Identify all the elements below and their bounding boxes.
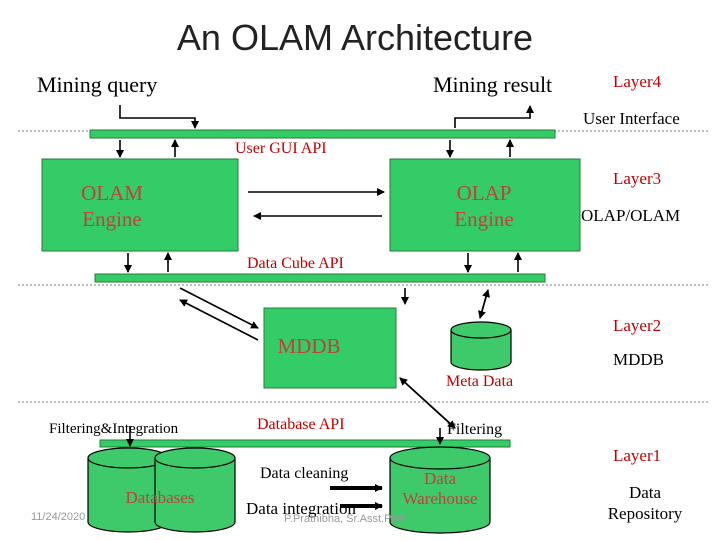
databases-cylinders	[87, 447, 236, 533]
meta-data-cylinder	[450, 321, 512, 371]
layer3-label: Layer3	[613, 169, 662, 188]
olap-engine-box	[389, 158, 581, 252]
layer2-desc: MDDB	[613, 350, 665, 369]
database-api-bar	[99, 439, 511, 448]
mddb-box	[263, 307, 397, 389]
data-warehouse-cylinder	[389, 446, 491, 534]
filtering-integration-label: Filtering&Integration	[49, 421, 179, 437]
flow-arrows	[116, 105, 534, 447]
footer-author: P.Prathibha, Sr.Asst.Prof	[284, 513, 405, 525]
data-cube-api-label: Data Cube API	[247, 255, 344, 272]
meta-data-label: Meta Data	[446, 373, 514, 390]
filtering-label: Filtering	[447, 421, 503, 438]
warehouse-load-arrows	[330, 484, 383, 510]
olap-engine-line2: Engine	[454, 207, 514, 232]
database-api-label: Database API	[257, 416, 345, 433]
layer4-desc: User Interface	[583, 109, 680, 128]
user-gui-api-label: User GUI API	[235, 140, 327, 157]
olam-engine-line2: Engine	[82, 207, 142, 232]
mining-query-label: Mining query	[37, 72, 158, 97]
mddb-label: MDDB	[277, 334, 341, 358]
page-title: An OLAM Architecture	[176, 17, 534, 58]
layer1-label: Layer1	[613, 446, 662, 465]
data-warehouse-label: Data Warehouse	[390, 469, 490, 508]
layer3-desc: OLAP/OLAM	[581, 206, 681, 225]
mining-result-label: Mining result	[433, 72, 553, 97]
user-gui-api-bar	[89, 129, 556, 139]
data-integration-label: Data integration	[246, 499, 356, 518]
olam-engine-line1: OLAM	[81, 181, 143, 205]
data-warehouse-line1: Data	[423, 469, 457, 488]
data-cube-api-bar	[94, 273, 546, 283]
data-warehouse-line2: Warehouse	[402, 488, 478, 508]
footer-date: 11/24/2020	[31, 511, 86, 523]
databases-label: Databases	[125, 488, 195, 507]
olap-engine-label: OLAP Engine	[414, 180, 554, 233]
data-cleaning-label: Data cleaning	[260, 465, 349, 482]
layer1-desc: Data Repository	[607, 483, 683, 524]
layer2-label: Layer2	[613, 316, 662, 335]
olam-engine-label: OLAM Engine	[42, 180, 182, 233]
olap-engine-line1: OLAP	[456, 181, 512, 205]
olam-engine-box	[41, 158, 239, 252]
layer4-label: Layer4	[613, 72, 662, 91]
